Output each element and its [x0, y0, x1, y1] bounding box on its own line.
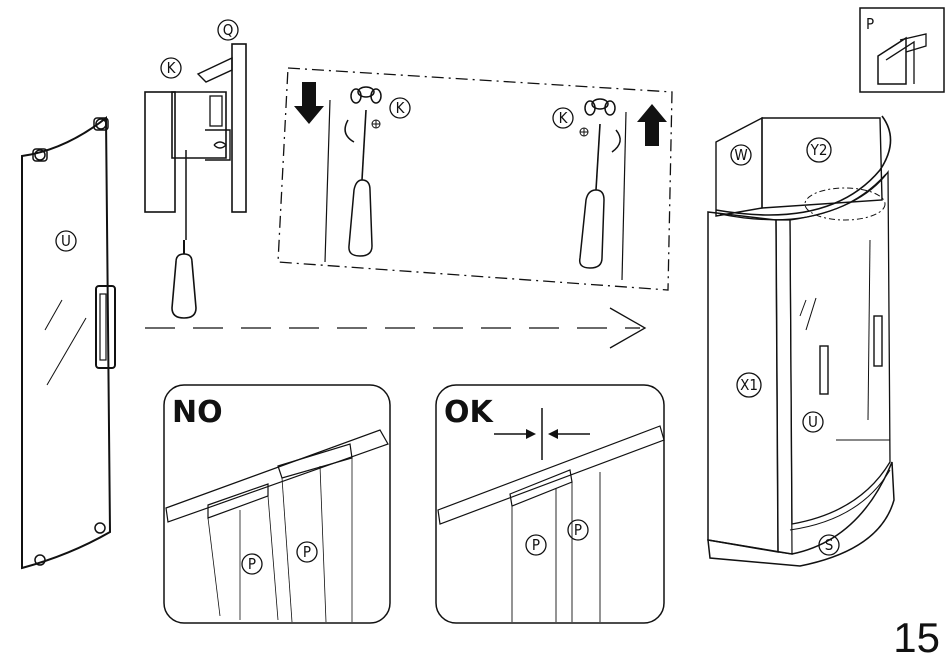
page-number: 15 [893, 614, 940, 661]
svg-text:U: U [61, 232, 71, 250]
adjustment-panel: K K [278, 68, 672, 290]
shower-tray [708, 462, 894, 566]
adjust-knob-right [580, 99, 615, 136]
svg-text:P: P [866, 15, 874, 33]
svg-text:P: P [303, 543, 311, 561]
label-p-no-right: P [297, 542, 317, 562]
enclosure-handle-left [820, 346, 828, 394]
svg-text:P: P [248, 555, 256, 573]
label-k-right: K [553, 108, 573, 128]
enclosure-handle-right [874, 316, 882, 366]
door-hinge-top [33, 118, 108, 161]
profile-detail: K Q [145, 20, 246, 318]
label-p-no-left: P [242, 554, 262, 574]
label-x1: X1 [737, 373, 761, 397]
svg-text:P: P [574, 521, 582, 539]
label-p-ok-right: P [568, 520, 588, 540]
svg-text:U: U [808, 413, 818, 431]
svg-text:X1: X1 [740, 376, 758, 394]
door-hinge-bottom [35, 523, 105, 565]
shower-enclosure: W Y2 X1 U S [708, 116, 894, 566]
label-s: S [819, 535, 839, 555]
svg-text:P: P [532, 536, 540, 554]
part-p-inset: P [860, 8, 944, 92]
screwdriver-icon [172, 254, 196, 318]
svg-text:Y2: Y2 [810, 141, 828, 159]
label-u-door: U [56, 231, 76, 251]
label-u-enclosure: U [803, 412, 823, 432]
svg-text:K: K [396, 99, 406, 117]
no-label: NO [172, 395, 223, 430]
svg-text:W: W [734, 146, 747, 164]
up-arrow-icon [637, 104, 667, 146]
glass-door-u: U [22, 118, 115, 568]
svg-text:S: S [825, 536, 834, 554]
label-p-ok-left: P [526, 535, 546, 555]
direction-arrow [145, 308, 645, 348]
screwdriver-right-icon [580, 190, 604, 268]
down-arrow-icon [294, 82, 324, 124]
label-w: W [731, 145, 751, 165]
label-q: Q [218, 20, 238, 40]
svg-text:Q: Q [223, 21, 234, 39]
ok-label: OK [444, 395, 495, 430]
svg-text:K: K [559, 109, 569, 127]
label-y2: Y2 [807, 138, 831, 162]
rotate-arrow-right-icon [612, 130, 620, 152]
rotate-arrow-icon [345, 120, 354, 142]
svg-text:K: K [167, 59, 177, 77]
no-panel: NO P P [164, 385, 390, 623]
screwdriver-left-icon [349, 180, 372, 256]
ok-panel: OK P P [436, 385, 664, 623]
label-k-profile: K [161, 58, 181, 78]
label-k-left: K [390, 98, 410, 118]
